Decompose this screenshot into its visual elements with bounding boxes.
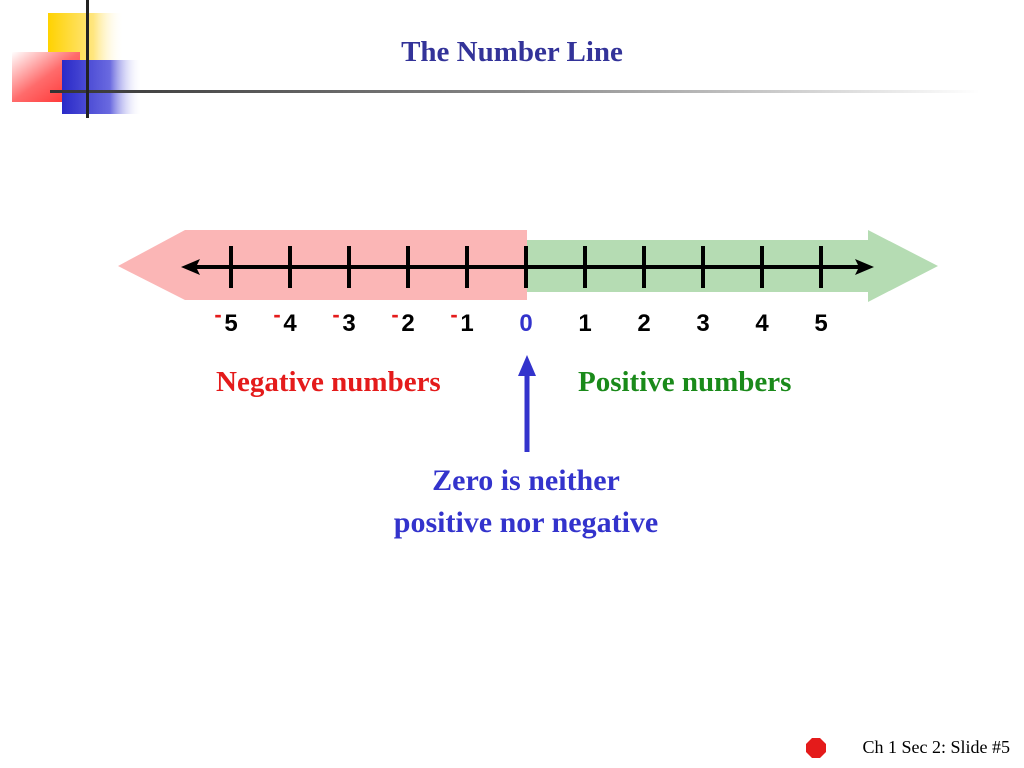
- minus-sign: -: [332, 302, 339, 327]
- tick-label: 2: [637, 310, 650, 337]
- right-arrowhead: [855, 259, 874, 275]
- tick-label: 0: [519, 310, 532, 337]
- slide-footer: Ch 1 Sec 2: Slide #5: [862, 737, 1011, 757]
- corner-decoration: [12, 0, 980, 118]
- zero-note-line-2: positive nor negative: [393, 506, 659, 539]
- stop-icon[interactable]: [806, 738, 826, 758]
- tick-label: 1: [460, 310, 473, 337]
- zero-pointer-arrowhead: [518, 355, 536, 376]
- tick-label: 5: [814, 310, 827, 337]
- minus-sign: -: [273, 302, 280, 327]
- zero-note-line-1: Zero is neither: [432, 464, 620, 497]
- minus-sign: -: [450, 302, 457, 327]
- zero-note: Zero is neither positive nor negative: [326, 460, 726, 544]
- tick-label: 1: [578, 310, 591, 337]
- positive-numbers-label: Positive numbers: [578, 366, 792, 398]
- tick-label: 3: [342, 310, 355, 337]
- minus-sign: -: [214, 302, 221, 327]
- tick-label: 4: [755, 310, 769, 337]
- tick-label: 4: [283, 310, 297, 337]
- tick-label: 5: [224, 310, 237, 337]
- minus-sign: -: [391, 302, 398, 327]
- tick-label: 3: [696, 310, 709, 337]
- slide-title: The Number Line: [401, 36, 623, 68]
- negative-numbers-label: Negative numbers: [216, 366, 441, 398]
- tick-label: 2: [401, 310, 414, 337]
- left-arrowhead: [181, 259, 200, 275]
